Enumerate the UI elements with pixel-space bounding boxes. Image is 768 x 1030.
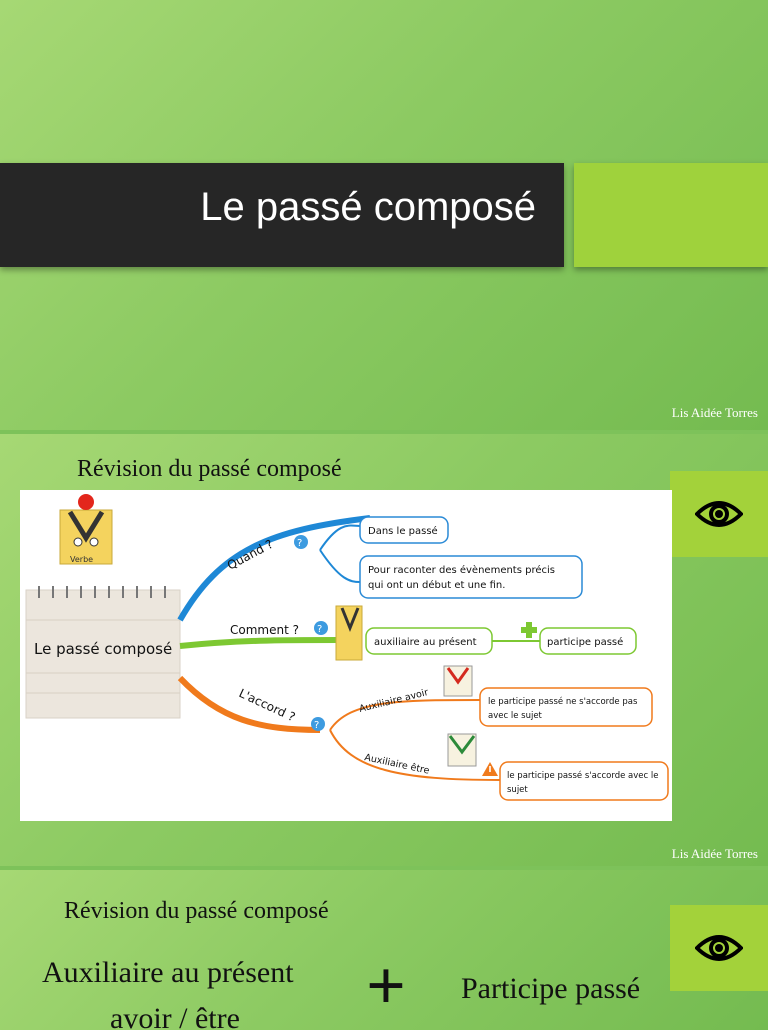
eye-button[interactable] — [670, 905, 768, 991]
plus-icon: + — [366, 948, 406, 1025]
mindmap-diagram: Le passé composé Verbe Quand ? Comment ?… — [25, 494, 669, 801]
eye-button[interactable] — [670, 471, 768, 557]
slide-title: Le passé composé Lis Aidée Torres — [0, 0, 768, 430]
svg-text:Pour raconter des évènements p: Pour raconter des évènements précis — [368, 564, 555, 576]
box-raconter — [359, 555, 583, 599]
author-label: Lis Aidée Torres — [671, 405, 758, 420]
mindmap-image: Le passé composé Verbe Quand ? Comment ?… — [20, 490, 672, 821]
slide-heading: Révision du passé composé — [64, 898, 329, 924]
plus-icon — [521, 622, 537, 638]
eye-icon — [695, 935, 743, 961]
svg-text:?: ? — [314, 720, 319, 731]
warning-icon — [482, 762, 498, 776]
slide-mindmap: Révision du passé composé Le passé comp — [0, 434, 768, 866]
formula-avoir-etre: avoir / être — [110, 1002, 240, 1030]
svg-text:avec le sujet: avec le sujet — [488, 711, 543, 721]
svg-text:Verbe: Verbe — [70, 555, 93, 564]
svg-text:le participe passé ne s'accord: le participe passé ne s'accorde pas — [488, 696, 638, 707]
svg-text:?: ? — [297, 538, 302, 549]
branch-comment-label: Comment ? — [230, 623, 299, 637]
verbe-character: Verbe — [59, 494, 113, 565]
slide-title-text: Le passé composé — [200, 185, 536, 229]
box-participe — [539, 627, 637, 655]
help-icon: ? — [311, 717, 325, 731]
box-accord-avoir — [479, 687, 653, 727]
svg-text:?: ? — [317, 624, 322, 635]
help-icon: ? — [314, 621, 328, 635]
verbe-face-sad — [443, 665, 473, 697]
verbe-face-happy — [447, 733, 477, 767]
svg-text:qui ont un début et une fin.: qui ont un début et une fin. — [368, 579, 505, 591]
slide-heading: Révision du passé composé — [77, 456, 342, 482]
svg-text:participe passé: participe passé — [547, 636, 623, 648]
branch-comment-line — [179, 637, 341, 649]
formula-auxiliaire: Auxiliaire au présent — [42, 956, 294, 989]
title-bar: Le passé composé — [0, 163, 564, 267]
box-dans-le-passe — [359, 516, 449, 544]
formula-participe: Participe passé — [461, 972, 641, 1005]
branch-quand-label: Quand ? — [225, 537, 276, 573]
branch-accord-line — [177, 675, 321, 733]
author-label: Lis Aidée Torres — [671, 846, 758, 861]
svg-text:auxiliaire au présent: auxiliaire au présent — [374, 636, 477, 648]
mindmap-center: Le passé composé — [34, 640, 172, 658]
accent-block — [574, 163, 768, 267]
svg-text:le participe passé s'accorde a: le participe passé s'accorde avec le — [507, 770, 658, 781]
svg-text:Dans le passé: Dans le passé — [368, 525, 438, 537]
svg-text:sujet: sujet — [507, 785, 528, 795]
notepad — [25, 586, 181, 719]
eye-icon — [695, 501, 743, 527]
help-icon: ? — [294, 535, 308, 549]
box-accord-etre — [499, 761, 669, 801]
slide-formula: Révision du passé composé Auxiliaire au … — [0, 870, 768, 1030]
verbe-figure — [335, 605, 363, 661]
branch-quand-line — [177, 515, 371, 622]
